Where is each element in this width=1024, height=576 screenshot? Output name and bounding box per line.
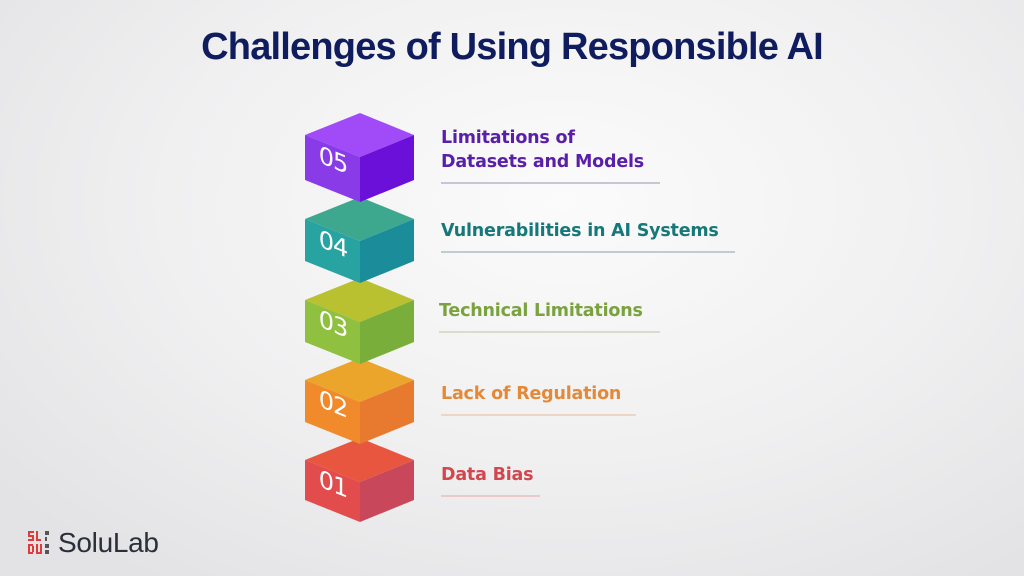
challenge-item-05: Limitations of Datasets and Models xyxy=(441,126,660,184)
cube-03 xyxy=(305,278,414,364)
challenge-label-line2: Datasets and Models xyxy=(441,152,645,172)
challenge-item-03: Technical Limitations xyxy=(439,299,660,333)
solulab-logo: SoluLab xyxy=(28,527,159,559)
challenge-label: Limitations of xyxy=(441,128,575,148)
challenge-item-04: Vulnerabilities in AI Systems xyxy=(441,219,735,253)
challenge-item-02: Lack of Regulation xyxy=(441,382,636,416)
challenge-label: Data Bias xyxy=(441,465,534,485)
cube-stack-graphic xyxy=(305,113,414,522)
cube-05 xyxy=(305,113,414,202)
page-title: Challenges of Using Responsible AI xyxy=(201,26,824,68)
divider xyxy=(439,331,660,333)
challenge-item-01: Data Bias xyxy=(441,463,540,497)
cube-stack: 05 04 03 02 01 xyxy=(300,108,420,528)
divider xyxy=(441,495,540,497)
challenge-label: Technical Limitations xyxy=(439,301,643,321)
brand-name: SoluLab xyxy=(58,527,159,558)
challenge-label: Lack of Regulation xyxy=(441,384,622,404)
cube-01 xyxy=(305,438,414,522)
divider xyxy=(441,414,636,416)
cube-04 xyxy=(305,197,414,283)
solulab-logo-icon xyxy=(28,531,52,555)
cube-02 xyxy=(305,358,414,444)
divider xyxy=(441,251,735,253)
challenge-label: Vulnerabilities in AI Systems xyxy=(441,221,719,241)
divider xyxy=(441,182,660,184)
